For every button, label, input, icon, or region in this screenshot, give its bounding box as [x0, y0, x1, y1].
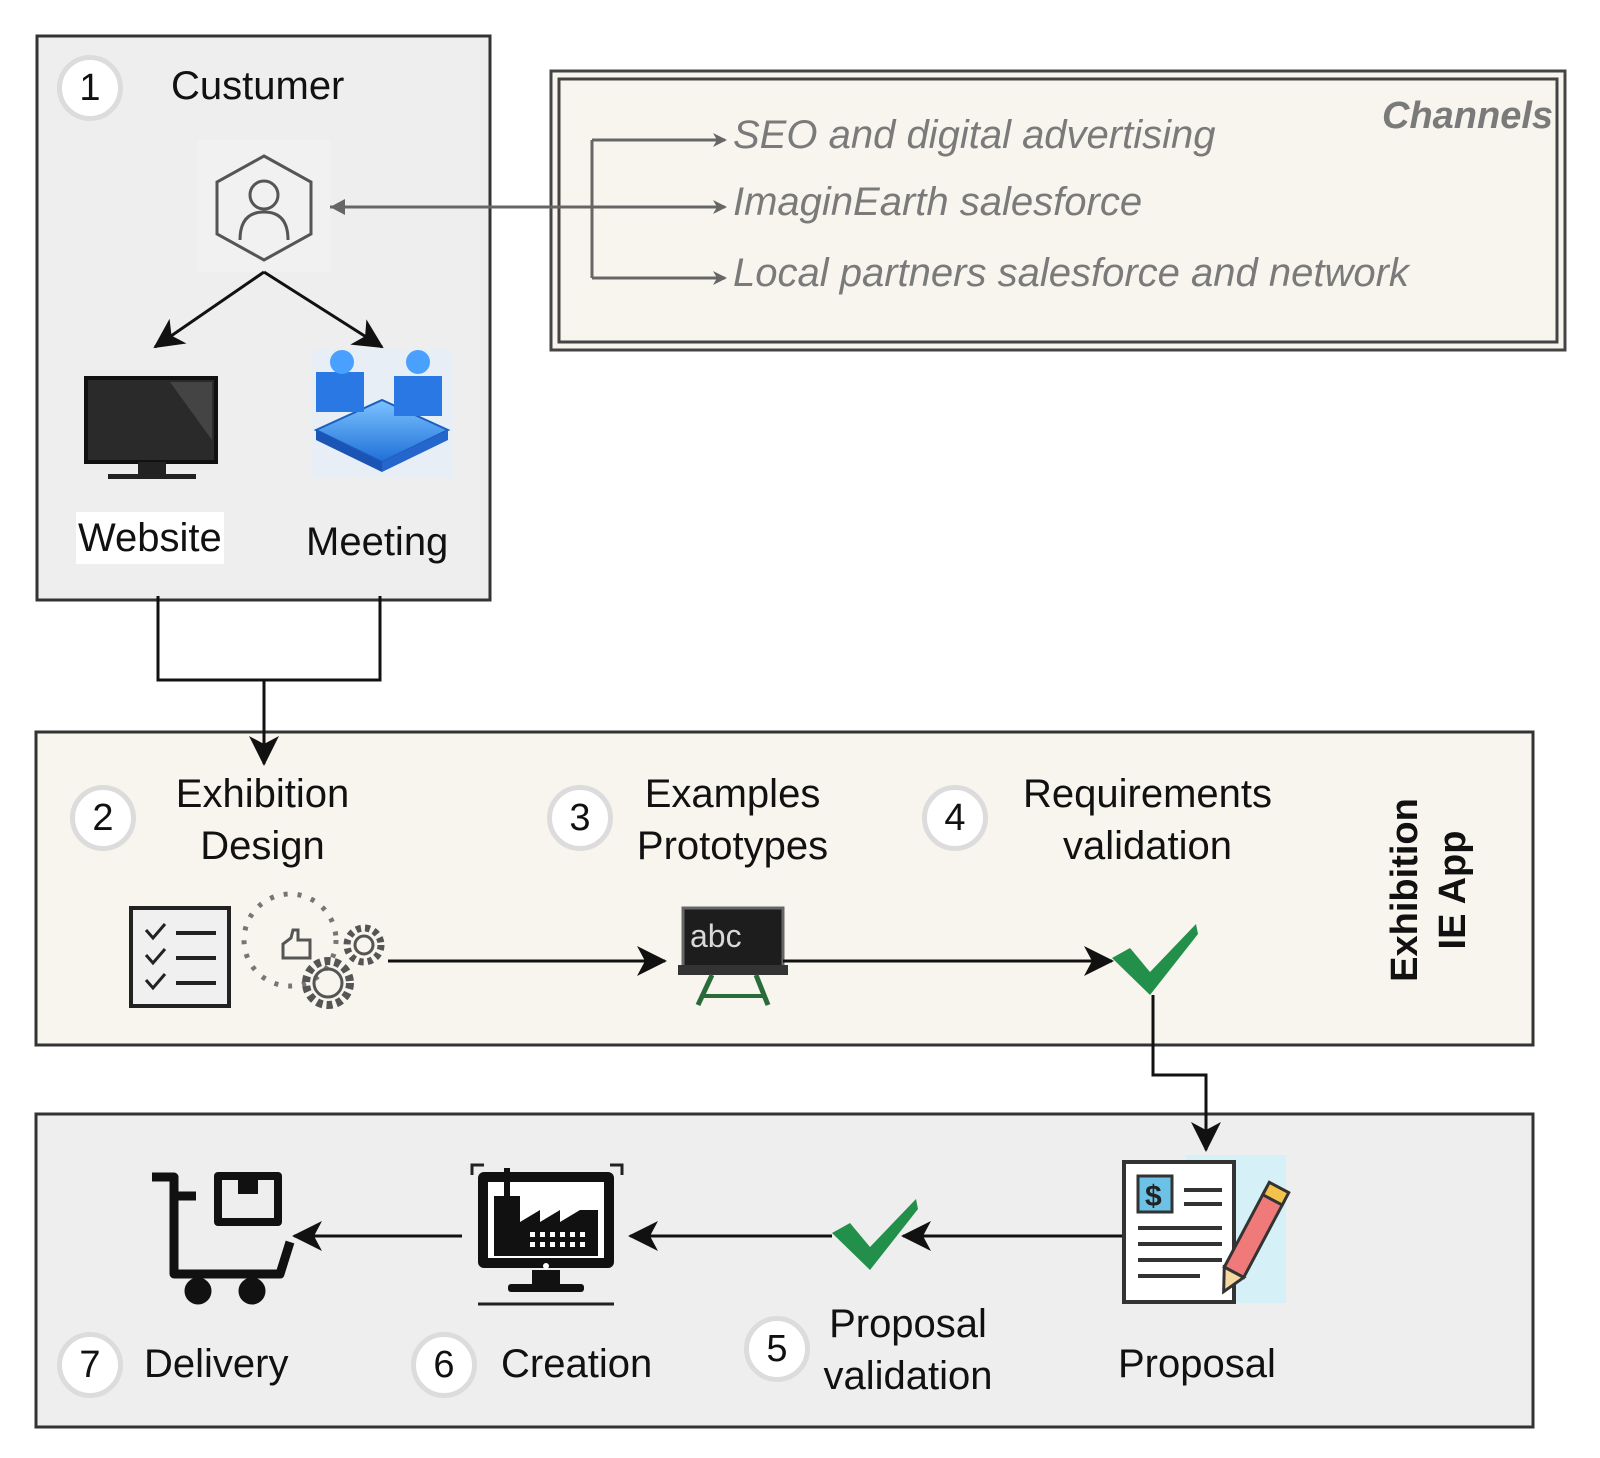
step-circle-4: 4	[922, 785, 988, 851]
proposal-validation-label: Proposal validation	[808, 1298, 1008, 1402]
step-circle-5: 5	[744, 1316, 810, 1382]
invoice-symbol: $	[1145, 1180, 1162, 1213]
meeting-icon	[312, 350, 453, 478]
creation-label: Creation	[501, 1342, 653, 1386]
step-circle-6: 6	[411, 1332, 477, 1398]
blackboard-icon: abc	[678, 906, 788, 1007]
check-icon	[1112, 924, 1198, 995]
step-circle-7: 7	[57, 1332, 123, 1398]
channel-seo: SEO and digital advertising	[733, 113, 1216, 157]
step-circle-2: 2	[70, 785, 136, 851]
app-label-line: Exhibition	[1384, 798, 1426, 982]
step-circle-1: 1	[57, 55, 123, 121]
arrow-user-to-meeting	[263, 270, 384, 349]
app-vertical-label: Exhibition IE App	[1382, 780, 1482, 1000]
gears-icon	[241, 891, 385, 1009]
step-label-line: Proposal	[829, 1302, 987, 1346]
checklist-icon	[129, 906, 231, 1008]
website-label: Website	[76, 512, 224, 564]
channel-local-partners: Local partners salesforce and network	[733, 251, 1409, 295]
step-label-line: Prototypes	[636, 824, 829, 868]
app-label-line: IE App	[1431, 830, 1474, 950]
customer-title: Custumer	[171, 64, 345, 108]
customer-panel	[35, 34, 492, 602]
invoice-icon: $	[1122, 1155, 1291, 1304]
app-panel	[34, 730, 1535, 1047]
channels-title: Channels	[1382, 95, 1554, 137]
check-icon-proposal	[832, 1199, 918, 1270]
step-label-line: Design	[200, 824, 325, 868]
step-label-requirements-validation: Requirements validation	[1015, 768, 1280, 872]
step-label-exhibition-design: Exhibition Design	[160, 768, 365, 872]
user-hexagon-icon	[198, 140, 330, 272]
step-label-examples-prototypes: Examples Prototypes	[625, 768, 840, 872]
step-label-line: validation	[823, 1354, 993, 1398]
blackboard-text: abc	[690, 918, 742, 954]
arrow-user-to-website	[153, 270, 265, 349]
meeting-label: Meeting	[306, 520, 449, 564]
cart-icon	[152, 1172, 295, 1305]
factory-monitor-icon	[470, 1163, 624, 1306]
proposal-label: Proposal	[1118, 1342, 1276, 1386]
step-label-line: Examples	[644, 772, 821, 816]
delivery-label: Delivery	[144, 1342, 289, 1386]
monitor-icon	[84, 376, 218, 479]
step-label-line: Requirements	[1022, 772, 1272, 816]
step-circle-3: 3	[547, 785, 613, 851]
connector-validation-to-proposal	[1151, 995, 1221, 1152]
channel-arrows	[330, 133, 727, 285]
step-label-line: Exhibition	[175, 772, 350, 816]
connector-customer-to-app	[156, 596, 382, 682]
step-label-line: validation	[1062, 824, 1232, 868]
channel-salesforce: ImaginEarth salesforce	[733, 180, 1143, 224]
